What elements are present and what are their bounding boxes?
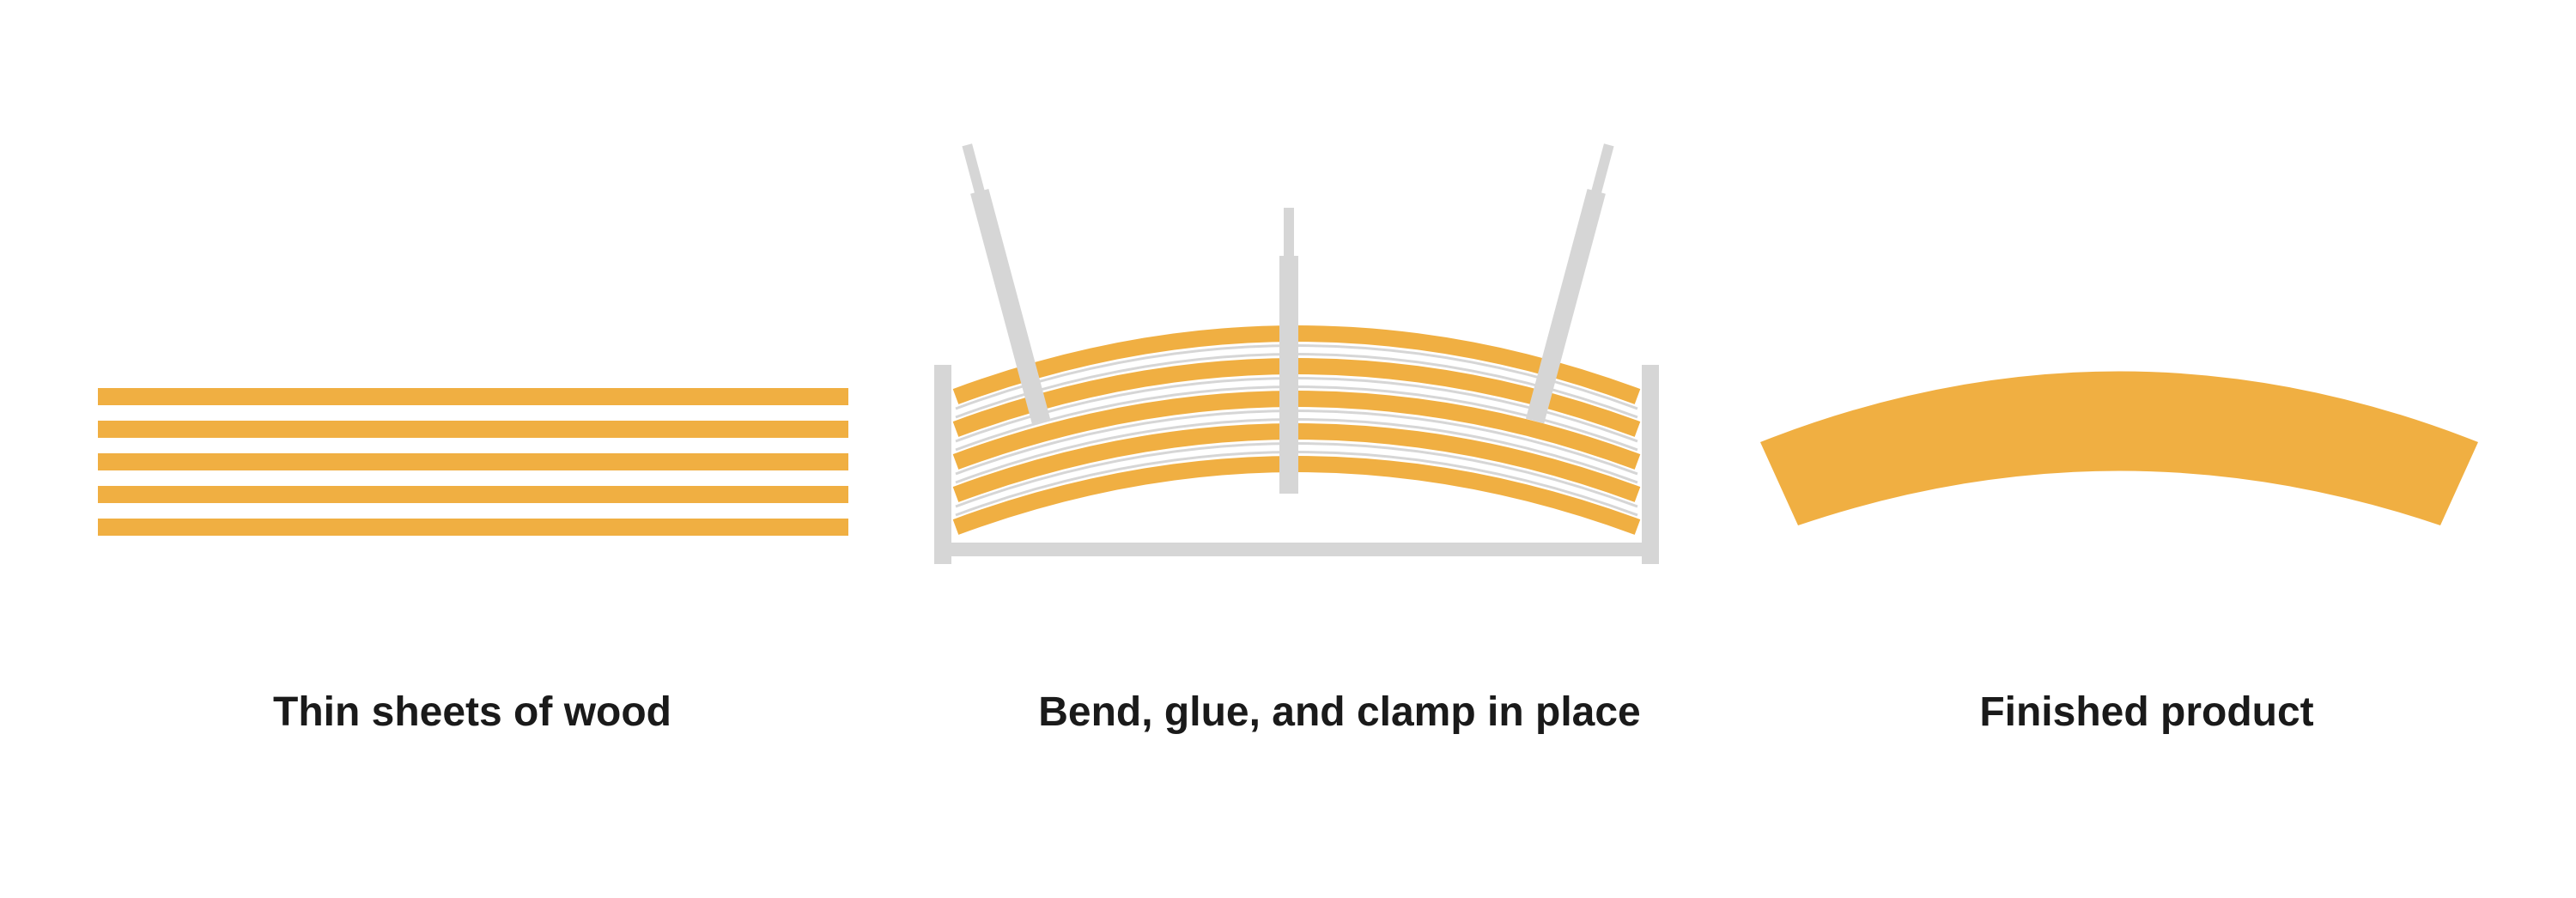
clamp-center: [1279, 208, 1298, 494]
form-right-post: [1642, 365, 1659, 564]
clamp-left: [962, 143, 1051, 424]
clamping-form: [934, 365, 1659, 564]
flat-sheet: [98, 519, 848, 536]
clamp-right-body: [1525, 189, 1606, 424]
caption-finished-product: Finished product: [1979, 689, 2314, 735]
form-left-post: [934, 365, 951, 564]
clamp-left-body: [970, 189, 1051, 424]
flat-sheet: [98, 486, 848, 503]
flat-sheet: [98, 388, 848, 405]
finished-curved-wood: [1760, 371, 2478, 525]
clamp-center-body: [1279, 256, 1298, 494]
flat-sheet: [98, 453, 848, 470]
clamp-center-rod: [1284, 208, 1294, 259]
flat-sheet: [98, 421, 848, 438]
clamp-right: [1525, 143, 1614, 424]
clamp-left-rod: [962, 143, 986, 197]
form-base-bar: [943, 543, 1650, 556]
bend-glue-clamp-illustration: [934, 143, 1659, 564]
caption-thin-sheets: Thin sheets of wood: [273, 689, 671, 735]
flat-wood-sheets: [98, 388, 848, 536]
caption-bend-glue-clamp: Bend, glue, and clamp in place: [1038, 689, 1641, 735]
clamp-right-rod: [1590, 143, 1614, 197]
